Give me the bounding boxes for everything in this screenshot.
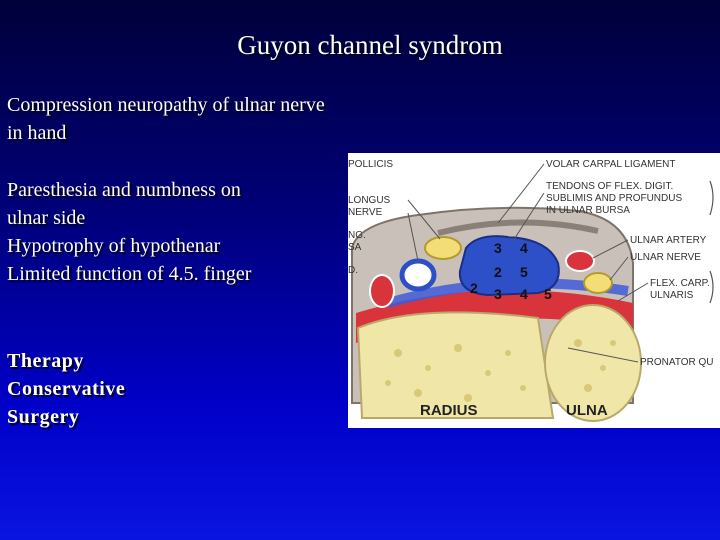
definition-line: Compression neuropathy of ulnar nerve <box>7 94 325 116</box>
radius-bone <box>356 311 555 419</box>
symptoms-list: Paresthesia and numbness on ulnar side H… <box>7 176 251 288</box>
slide-title: Guyon channel syndrom <box>237 30 503 60</box>
flexor-tendon-left <box>399 258 437 292</box>
symptom-line: Paresthesia and numbness on <box>7 179 241 201</box>
median-nerve <box>424 236 462 260</box>
radius-texture <box>385 344 526 402</box>
tendon-number: 5 <box>544 286 552 302</box>
label-left: LONGUS <box>348 195 391 206</box>
label-right: PRONATOR QU <box>640 357 714 368</box>
label-right: FLEX. CARP. <box>650 278 710 289</box>
ulna-label: ULNA <box>566 402 608 419</box>
label-left: D. <box>348 265 358 276</box>
label-right: ULNARIS <box>650 290 694 301</box>
definition-line: in hand <box>7 122 67 144</box>
label-right: VOLAR CARPAL LIGAMENT <box>546 159 675 170</box>
radial-artery <box>369 274 395 308</box>
symptom-line: Limited function of 4.5. finger <box>7 263 252 285</box>
label-right: TENDONS OF FLEX. DIGIT. <box>546 181 673 192</box>
tendon-number: 5 <box>520 264 528 280</box>
tendon-number: 3 <box>494 240 502 256</box>
symptom-line: Hypotrophy of hypothenar <box>7 235 221 257</box>
tendon-number: 2 <box>470 280 478 296</box>
label-right: IN ULNAR BURSA <box>546 205 630 216</box>
tendon-number: 4 <box>520 240 528 256</box>
label-left: NG. <box>348 230 366 241</box>
label-left: NERVE <box>348 207 383 218</box>
therapy-item: Conservative <box>7 378 126 400</box>
label-left: SA <box>348 242 362 253</box>
definition-text: Compression neuropathy of ulnar nerve in… <box>7 91 325 147</box>
ulna-bone <box>544 304 642 422</box>
wrist-anatomy-illustration: 3 4 2 5 2 3 4 5 POLLICIS LONGUS NERVE NG… <box>348 159 714 422</box>
radius-label: RADIUS <box>420 402 478 419</box>
symptom-line: ulnar side <box>7 207 86 229</box>
ulna-texture <box>574 339 616 392</box>
wrist-cross-section-figure: 3 4 2 5 2 3 4 5 POLLICIS LONGUS NERVE NG… <box>348 153 720 428</box>
therapy-item: Surgery <box>7 406 80 428</box>
volar-carpal-ligament <box>437 219 599 236</box>
therapy-heading: Therapy <box>7 350 84 372</box>
ulnar-artery <box>565 250 595 272</box>
label-left: POLLICIS <box>348 159 393 170</box>
tendon-number: 2 <box>494 264 502 280</box>
leader-lines <box>407 163 649 363</box>
ulnar-bursa <box>458 235 560 297</box>
label-right: SUBLIMIS AND PROFUNDUS <box>546 193 682 204</box>
therapy-list: Therapy Conservative Surgery <box>7 347 125 431</box>
bracket <box>709 270 714 304</box>
label-right: ULNAR NERVE <box>630 252 701 263</box>
label-right: ULNAR ARTERY <box>630 235 707 246</box>
tendon-number: 3 <box>494 286 502 302</box>
ulnar-nerve <box>583 272 613 294</box>
tendon-number: 4 <box>520 286 528 302</box>
bracket <box>709 180 714 216</box>
